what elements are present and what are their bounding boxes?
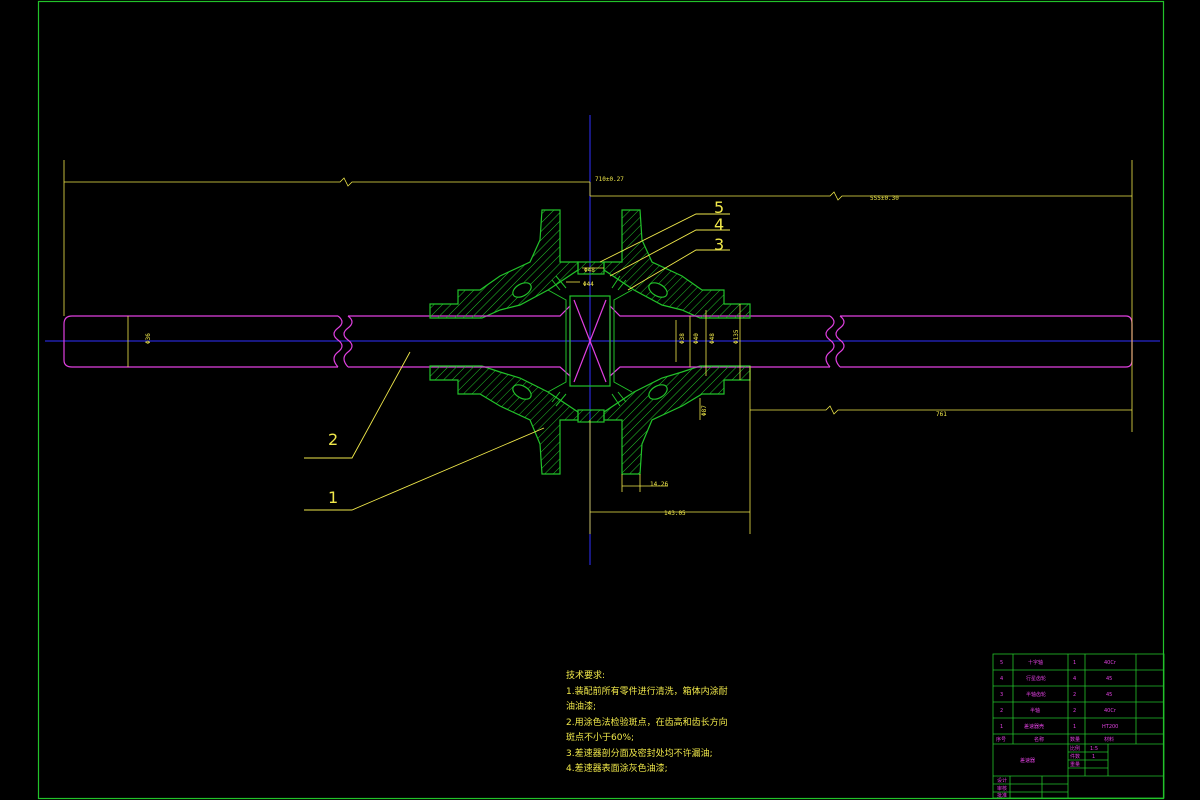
part-material: 40Cr: [1104, 708, 1117, 714]
part-name: 十字轴: [1028, 659, 1043, 666]
qty-label: 件数: [1070, 753, 1080, 760]
dim-bore-2: Φ40: [693, 333, 700, 344]
part-name: 半轴齿轮: [1026, 691, 1046, 698]
dim-offset: 14.26: [650, 481, 668, 488]
checker-label: 审核: [997, 785, 1007, 792]
part-material: HT200: [1102, 724, 1118, 730]
part-name: 差速器壳: [1024, 723, 1044, 730]
part-name: 行星齿轮: [1026, 675, 1046, 682]
dim-overall-left: 710±0.27: [595, 176, 624, 183]
part-qty: 2: [1073, 692, 1076, 698]
dim-shaft-right: 761: [936, 411, 947, 418]
notes-line: 2.用涂色法检验斑点，在齿高和齿长方向: [566, 717, 728, 728]
part-label-1: 1: [328, 488, 338, 507]
parts-row: 2 半轴 2 40Cr: [1000, 707, 1117, 714]
dim-bore-1: Φ38: [679, 333, 686, 344]
dim-shaft-dia-left: Φ36: [145, 333, 152, 344]
part-no: 5: [1000, 660, 1003, 666]
part-no: 2: [1000, 708, 1003, 714]
part-qty: 2: [1073, 708, 1076, 714]
part-no: 3: [1000, 692, 1003, 698]
differential-case: [429, 209, 751, 475]
drawing-name: 差速器: [1020, 757, 1035, 764]
part-name: 半轴: [1030, 707, 1040, 714]
technical-requirements: 技术要求: 1.装配前所有零件进行清洗，箱体内涂耐 油油漆; 2.用涂色法检验斑…: [566, 669, 796, 778]
header-name: 名称: [1034, 736, 1044, 743]
part-qty: 4: [1073, 676, 1076, 682]
qty-value: 1: [1092, 754, 1095, 760]
title-block: [992, 653, 1165, 799]
part-qty: 1: [1073, 660, 1076, 666]
dim-center-top2: Φ44: [583, 281, 594, 288]
notes-title: 技术要求:: [566, 671, 606, 681]
side-gears: [547, 275, 633, 407]
notes-line: 斑点不小于60%;: [566, 733, 635, 743]
part-label-4: 4: [714, 215, 724, 234]
part-label-5: 5: [714, 198, 724, 217]
shaft-bore: [480, 295, 700, 387]
parts-row: 1 差速器壳 1 HT200: [1000, 723, 1118, 730]
part-material: 45: [1106, 692, 1112, 698]
part-label-3: 3: [714, 235, 724, 254]
scale-value: 1:5: [1090, 746, 1098, 752]
dim-center-top: Φ48: [584, 267, 595, 274]
notes-line: 3.差速器剖分面及密封处均不许漏油;: [566, 748, 713, 759]
parts-header: 序号 名称 数量 材料: [996, 736, 1114, 743]
part-no: 1: [1000, 724, 1003, 730]
approver-label: 批准: [997, 792, 1007, 799]
designer-label: 设计: [997, 777, 1007, 784]
notes-line: 油油漆;: [566, 702, 597, 712]
part-qty: 1: [1073, 724, 1076, 730]
header-material: 材料: [1104, 736, 1114, 743]
parts-row: 3 半轴齿轮 2 45: [1000, 691, 1112, 698]
dim-half-width: 143.05: [664, 510, 686, 517]
scale-label: 比例: [1070, 745, 1080, 752]
dimension-lines: [63, 160, 1133, 534]
part-material: 45: [1106, 676, 1112, 682]
part-label-2: 2: [328, 430, 338, 449]
leader-lines: [304, 213, 730, 511]
part-material: 40Cr: [1104, 660, 1117, 666]
dim-bore-3: Φ48: [709, 333, 716, 344]
dim-flange-dia: Φ87: [701, 405, 708, 416]
parts-row: 4 行星齿轮 4 45: [1000, 675, 1112, 682]
notes-line: 1.装配前所有零件进行清洗，箱体内涂耐: [566, 686, 728, 697]
header-no: 序号: [996, 736, 1006, 743]
dim-overall-right: 555±0.30: [870, 195, 899, 202]
half-shaft-left: [63, 315, 480, 368]
header-qty: 数量: [1070, 736, 1080, 743]
parts-list: 5 十字轴 1 40Cr 4 行星齿轮 4 45 3 半轴齿轮 2 45 2 半…: [996, 659, 1118, 743]
part-no: 4: [1000, 676, 1003, 682]
parts-row: 5 十字轴 1 40Cr: [1000, 659, 1117, 666]
dim-bore-4: Φ135: [733, 329, 740, 344]
weight-label: 重量: [1070, 761, 1080, 768]
drawing-frame: [37, 0, 1165, 800]
notes-line: 4.差速器表面涂灰色油漆;: [566, 764, 668, 774]
